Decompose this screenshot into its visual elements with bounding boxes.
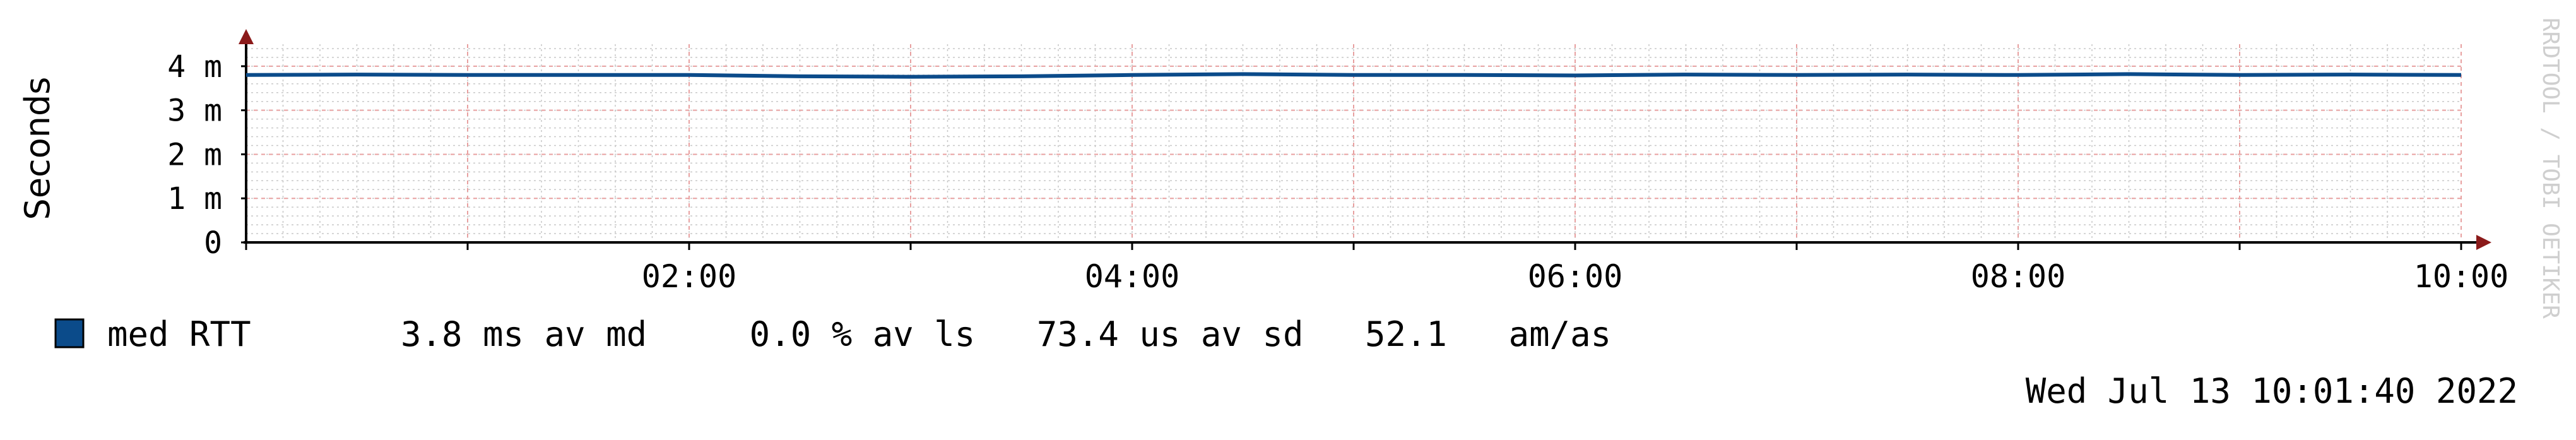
y-tick-label: 1 m [167,181,222,217]
y-axis-arrow [239,29,254,44]
series-layer [245,72,2462,79]
y-tick-label: 0 [204,225,222,261]
rrdtool-watermark: RRDTOOL / TOBI OETIKER [2538,18,2563,319]
y-axis-label: Seconds [18,77,57,220]
x-tick-label: 02:00 [642,258,737,295]
x-tick-label: 04:00 [1085,258,1180,295]
x-tick-labels: 02:00 04:00 06:00 08:00 10:00 [642,258,2509,295]
timestamp: Wed Jul 13 10:01:40 2022 [2026,371,2518,411]
x-tick-label: 06:00 [1528,258,1623,295]
x-tick-label: 10:00 [2414,258,2509,295]
x-tick-label: 08:00 [1971,258,2066,295]
y-tick-label: 2 m [167,137,222,172]
y-tick-label: 3 m [167,93,222,129]
legend-label: med RTT [107,314,251,354]
legend-swatch [54,318,85,348]
series-line-med-rtt [245,72,2462,79]
y-tick-label: 4 m [167,49,222,85]
y-tick-labels: 0 1 m 2 m 3 m 4 m [167,49,222,261]
legend-stats: 3.8 ms av md 0.0 % av ls 73.4 us av sd 5… [401,314,1611,354]
axes [239,29,2491,250]
x-axis-arrow [2476,235,2491,250]
